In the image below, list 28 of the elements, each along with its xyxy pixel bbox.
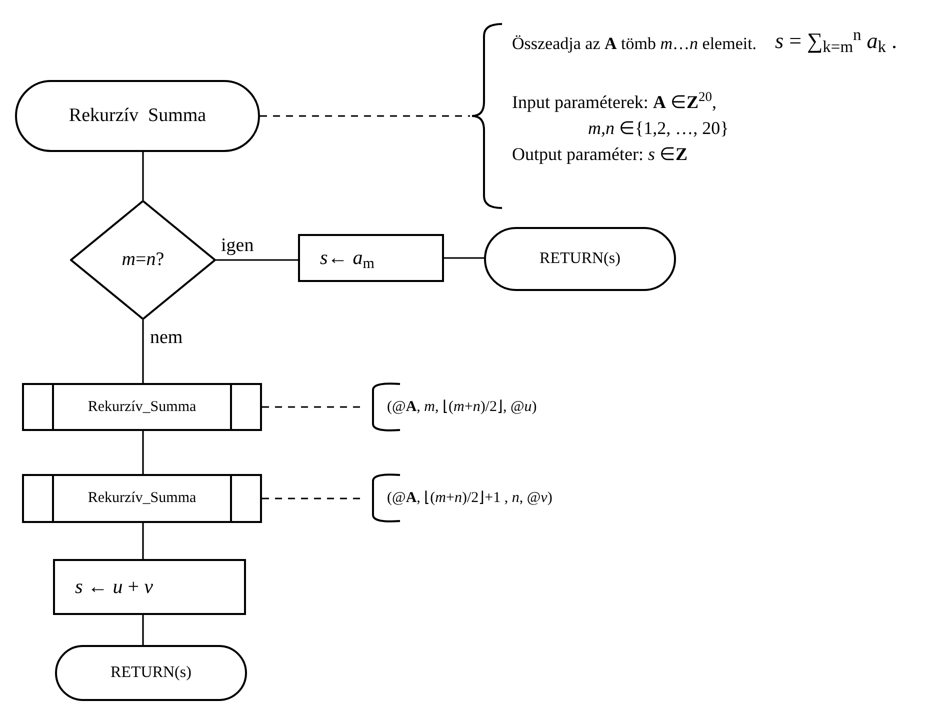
subroutine-label: Rekurzív_Summa: [88, 398, 196, 417]
process-box: [298, 234, 444, 282]
parameter-list: (@A, m, ⌊(m+n)/2⌋, @u): [387, 396, 537, 418]
connector-line: [142, 615, 144, 645]
subroutine-label: Rekurzív_Summa: [88, 489, 196, 508]
parameter-list: (@A, ⌊(m+n)/2⌋+1 , n, @v): [387, 486, 552, 510]
connector-line: [142, 431, 144, 474]
subroutine-box: [22, 474, 262, 523]
connector-line: [142, 152, 144, 200]
input-parameters-text: m,n ∈{1,2, …, 20}: [588, 118, 729, 138]
terminal-label: RETURN(s): [110, 663, 192, 683]
process-box: [53, 559, 246, 615]
assignment-label: s← a$_{m}$: [320, 246, 374, 273]
connector-line: [142, 320, 144, 383]
terminal-label: RETURN(s): [540, 249, 620, 269]
terminal-label: Rekurzív Summa: [68, 104, 206, 128]
output-parameter-text: Output paraméter: s ∈Z: [512, 144, 688, 164]
connector-line: [216, 259, 298, 261]
assignment-label: s ← u + v: [75, 575, 153, 600]
connector-line: [142, 523, 144, 559]
decision-diamond: [70, 200, 216, 320]
subroutine-box: [22, 383, 262, 431]
description-text: Összeadja az A tömb m…n elemeit.: [512, 34, 757, 53]
connector-line: [444, 257, 484, 259]
dashed-connector: [260, 115, 470, 117]
condition-label: m=n?: [122, 248, 164, 272]
sum-formula: s = ∑$_{k=m}$$^{n}$ a$_{k}$ .: [775, 28, 898, 53]
input-parameters-text: Input paraméterek: A ∈Z$^{20}$,: [512, 92, 716, 112]
